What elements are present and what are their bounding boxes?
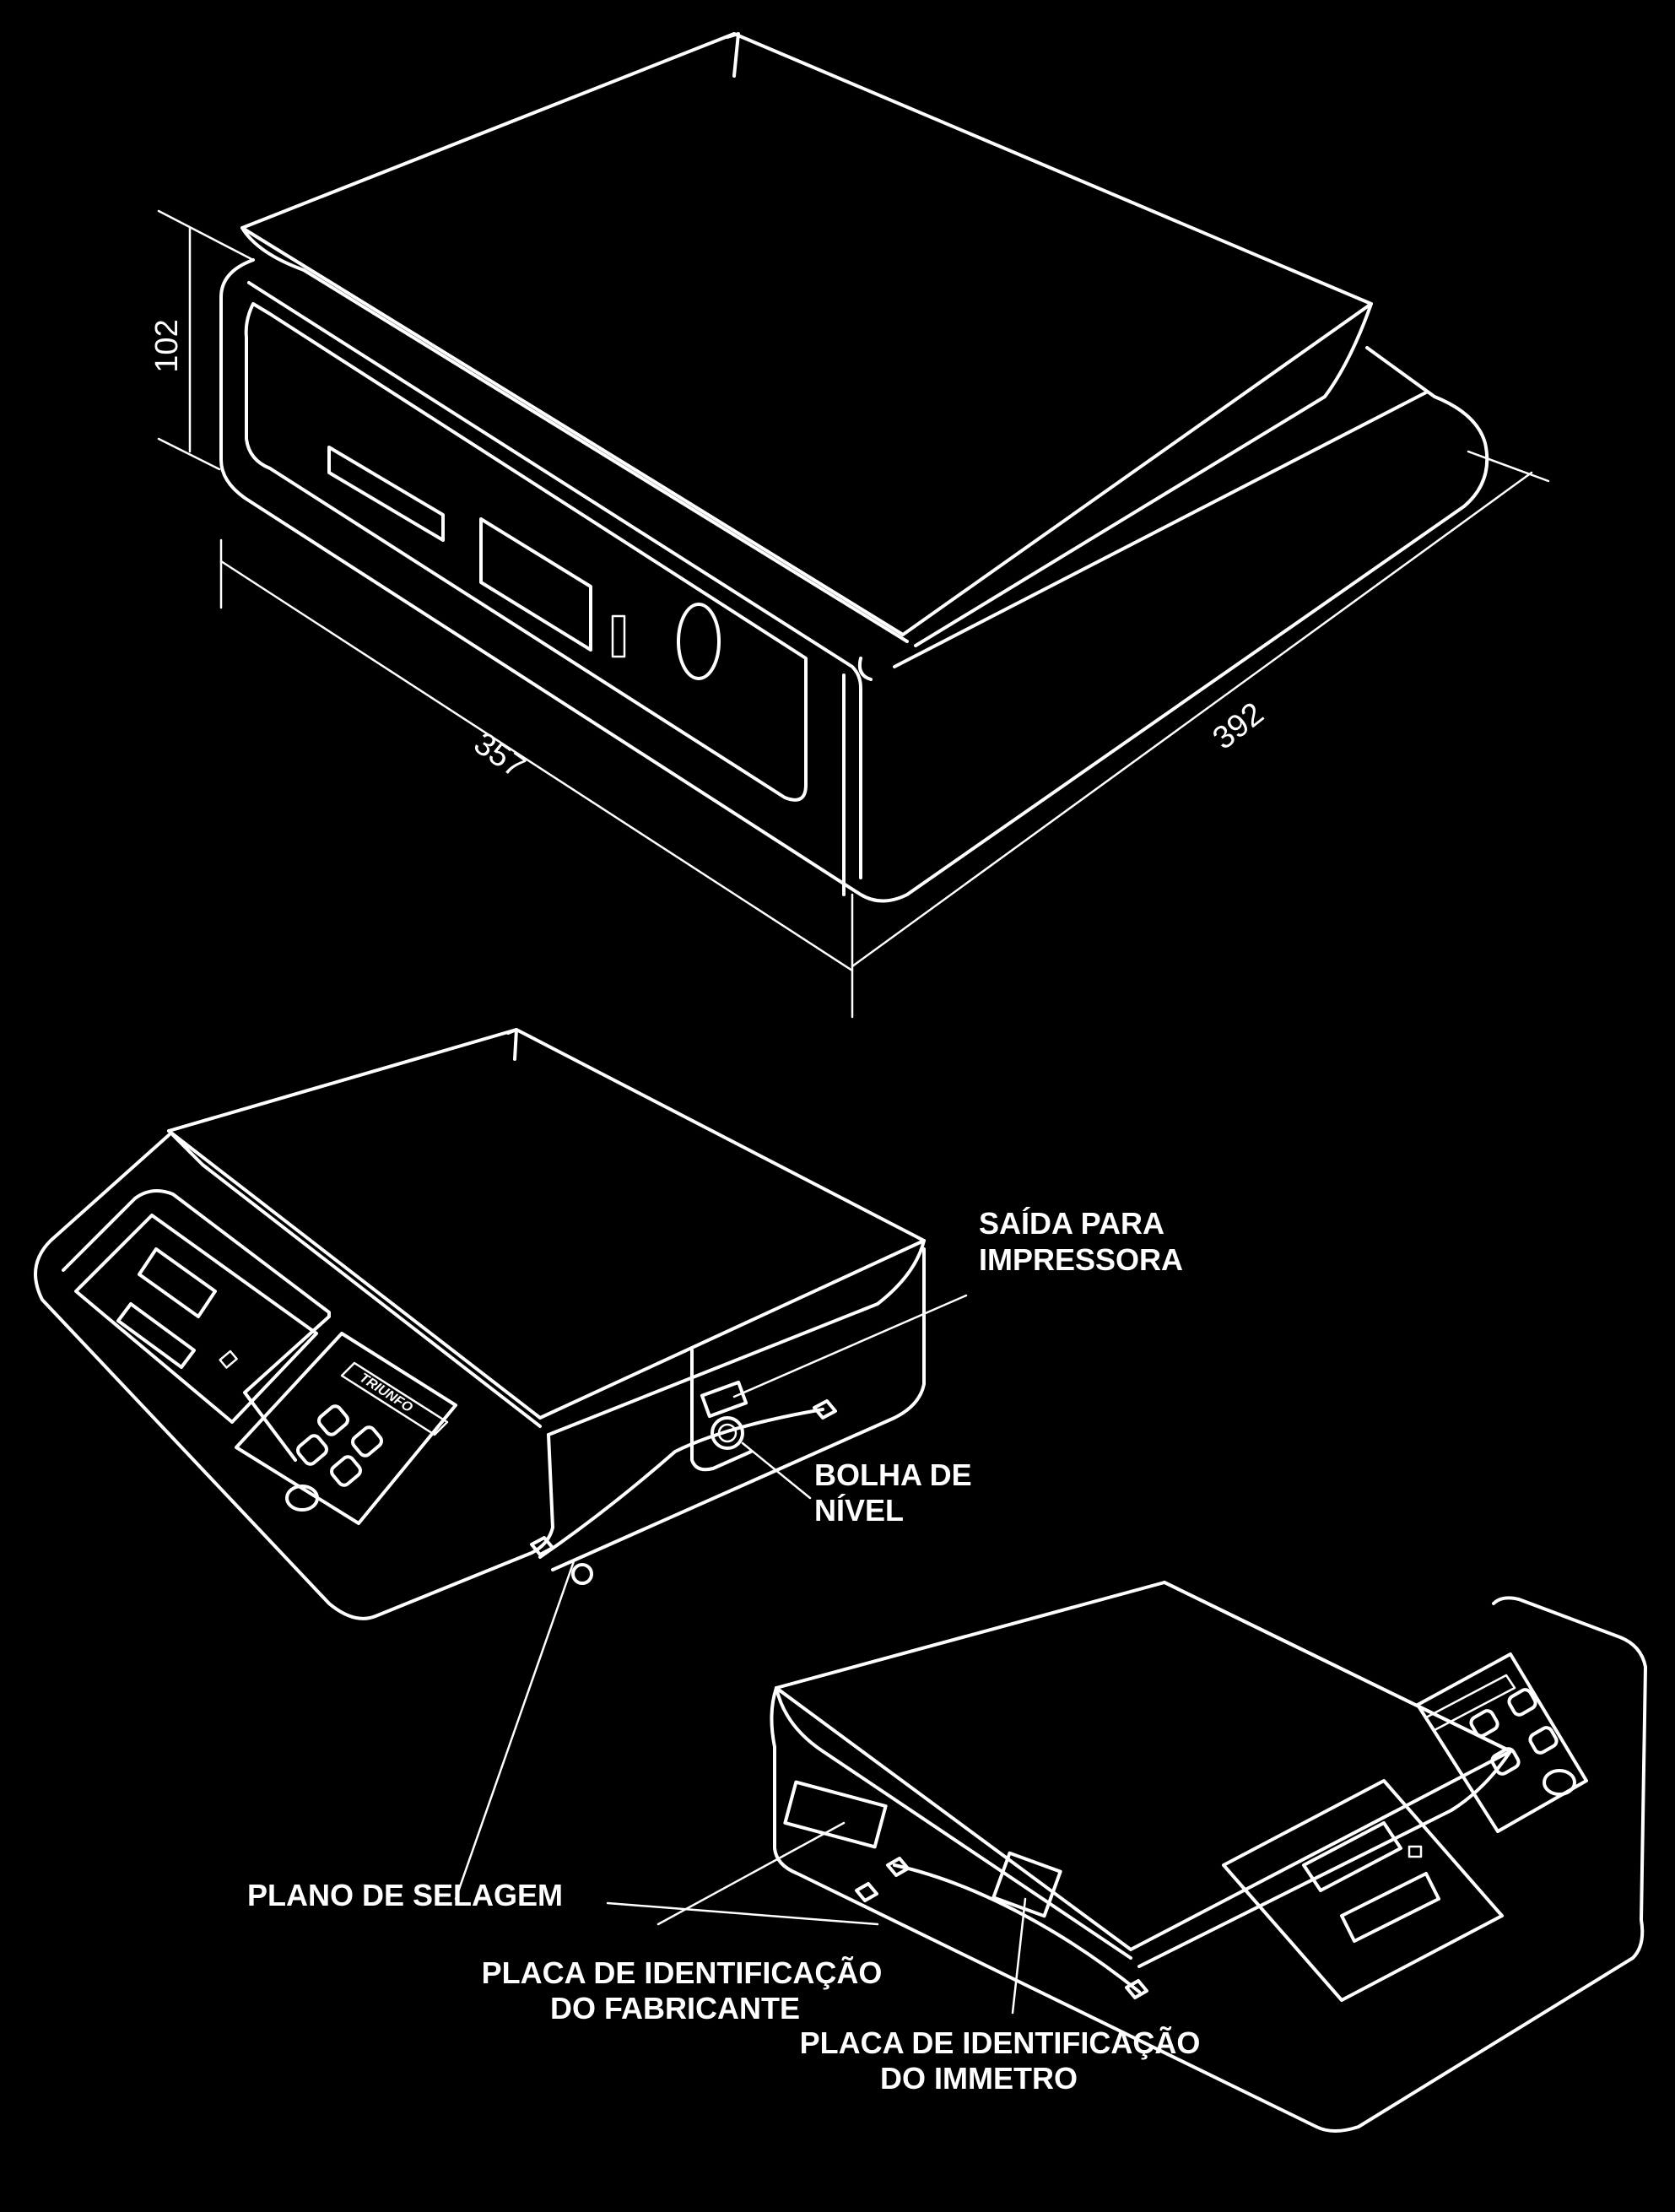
body-front-inner	[244, 302, 808, 802]
label-printer-output-1: SAÍDA PARA	[979, 1206, 1164, 1241]
key3-4	[1528, 1726, 1559, 1755]
platter-top	[240, 32, 1373, 636]
dimension-width-label: 392	[1207, 695, 1271, 756]
key-2	[351, 1425, 383, 1458]
body3-display-bezel	[1222, 1779, 1504, 2002]
body-outline	[219, 258, 1489, 903]
scale-top-view: 102 357 392	[149, 32, 1550, 1019]
display3-large	[1340, 1872, 1440, 1943]
key-on-off	[285, 1485, 319, 1512]
display2-large	[116, 1302, 196, 1369]
brand-mark: TRIUNFO	[357, 1371, 415, 1415]
label-level-bubble-2: NÍVEL	[814, 1493, 904, 1528]
keys3-strip	[1408, 1845, 1423, 1858]
platter-front-lip	[240, 226, 909, 643]
display3-small	[1302, 1821, 1402, 1892]
scale-front-view: TRIUNFO	[34, 1028, 926, 1620]
body2-outline	[34, 1133, 554, 1620]
level-bubble	[711, 1416, 744, 1450]
key3-on-off	[1543, 1769, 1576, 1796]
keypad-brand-plate	[340, 1361, 449, 1436]
key-1	[317, 1404, 349, 1436]
platter-tab	[726, 32, 740, 78]
platter2-tab	[506, 1028, 518, 1061]
label-manufacturer-plate-2: DO FABRICANTE	[550, 1991, 800, 2025]
body2-panel	[62, 1189, 331, 1462]
platter3-top	[775, 1581, 1512, 1951]
level-knob	[677, 603, 721, 680]
display-large	[479, 517, 592, 652]
keys2-strip	[219, 1349, 238, 1369]
label-level-bubble-1: BOLHA DE	[814, 1458, 972, 1492]
body3-outline	[770, 1596, 1647, 2133]
body-front-panel	[247, 281, 862, 879]
printer-port	[700, 1380, 748, 1419]
key-4	[330, 1455, 362, 1487]
key3-2	[1507, 1688, 1537, 1717]
manufacturer-plate	[783, 1780, 888, 1849]
key3-1	[1469, 1709, 1499, 1738]
body-corner-2	[857, 657, 873, 681]
keypad3-brand-plate	[1424, 1674, 1516, 1732]
label-manufacturer-plate-1: PLACA DE IDENTIFICAÇÃO	[482, 1955, 883, 1990]
body3-top-rim	[1163, 1581, 1512, 1753]
platter2-lip	[167, 1129, 542, 1428]
seal-screw-3b	[855, 1882, 878, 1902]
body2-right	[551, 1247, 926, 1571]
platter3-right-lip	[1137, 1750, 1512, 1968]
display-small	[327, 446, 445, 542]
seal-wire-2	[538, 1408, 824, 1559]
dimension-height: 102	[149, 209, 255, 471]
label-immetro-plate-2: DO IMMETRO	[880, 2061, 1078, 2096]
label-printer-output-2: IMPRESSORA	[979, 1242, 1183, 1277]
immetro-plate	[991, 1851, 1062, 1918]
dimension-width: 392	[851, 450, 1550, 968]
callout-leaders	[454, 1294, 1027, 2015]
keypad3-panel	[1416, 1652, 1588, 1833]
seal-screw-left	[530, 1536, 554, 1556]
key3-3	[1490, 1747, 1521, 1776]
key-3	[296, 1434, 328, 1466]
seal-screw-3a	[886, 1857, 910, 1877]
body2-display-bezel	[74, 1214, 318, 1424]
dimension-height-label: 102	[149, 319, 185, 372]
display2-small	[138, 1247, 217, 1318]
seal-screw-3c	[1125, 1979, 1148, 1999]
seal-wire-3	[893, 1863, 1141, 1993]
platter2-right-lip	[547, 1239, 926, 1436]
body-right-edge	[893, 391, 1428, 668]
dimension-depth-label: 357	[467, 726, 532, 786]
platter-right-lip	[914, 302, 1373, 647]
scale-rear-view	[770, 1581, 1647, 2133]
label-sealing-plane: PLANO DE SELAGEM	[247, 1878, 563, 1912]
body2-back-panel	[690, 1349, 753, 1472]
keys-strip	[611, 614, 626, 658]
label-immetro-plate-1: PLACA DE IDENTIFICAÇÃO	[800, 2025, 1201, 2060]
seal-screw-left-b	[571, 1563, 593, 1585]
callout-labels: SAÍDA PARA IMPRESSORA BOLHA DE NÍVEL PLA…	[247, 1206, 1200, 2096]
seal-screw-right	[813, 1399, 837, 1420]
platter3-lip	[775, 1686, 1132, 1960]
